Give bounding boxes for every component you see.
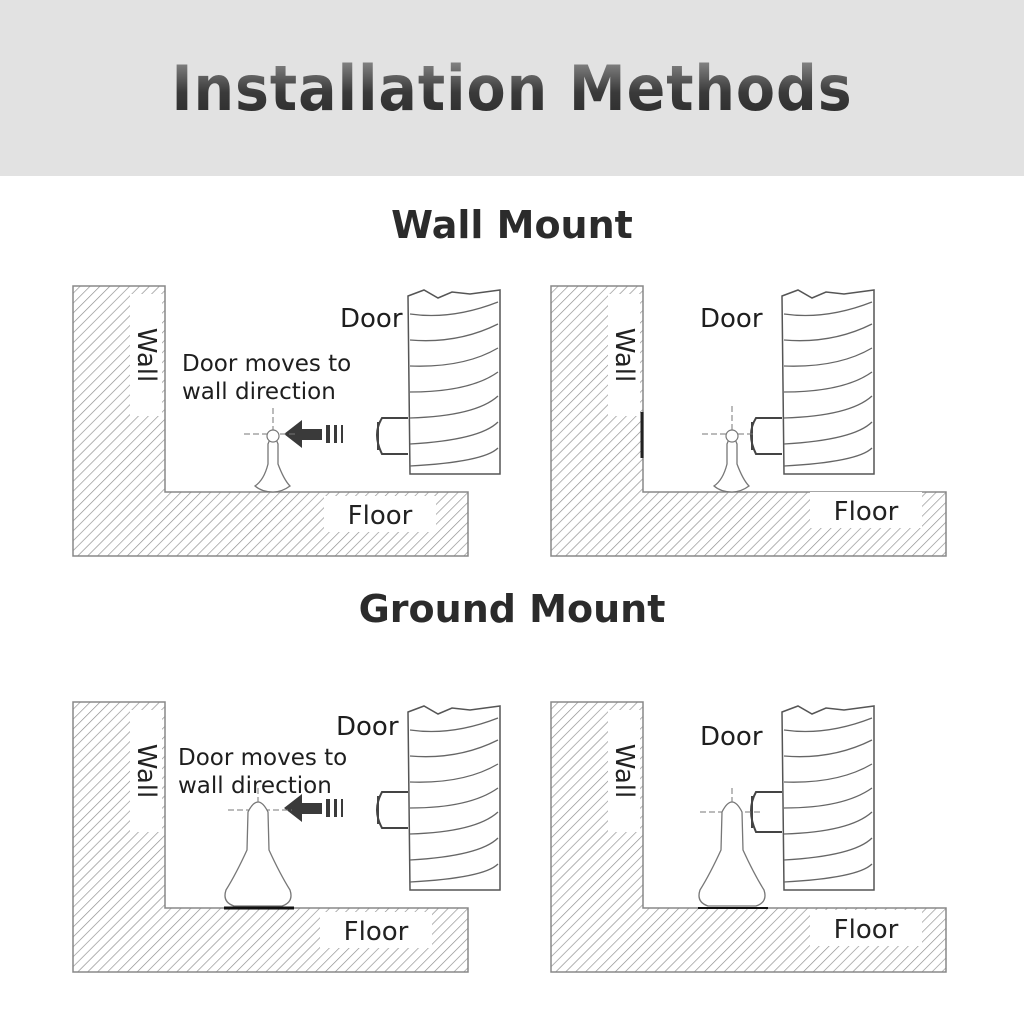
door-stopper-icon (698, 801, 768, 909)
wall-label: Wall (608, 294, 640, 416)
diagram-wall-mount-before: Wall Door Door moves to wall direction F… (72, 284, 501, 564)
diagram-ground-mount-after: Wall Door Floor (550, 700, 950, 980)
door-panel (407, 705, 501, 891)
direction-label: Door moves to wall direction (178, 745, 348, 799)
door-magnet-icon (376, 417, 408, 455)
door-magnet-icon (750, 417, 782, 455)
arrow-left-icon (284, 794, 343, 822)
header-banner: Installation Methods (0, 0, 1024, 176)
door-stopper-icon (712, 429, 750, 493)
section-title-wall-mount: Wall Mount (391, 203, 633, 247)
floor-label: Floor (320, 912, 432, 948)
door-panel (407, 289, 501, 475)
wall-floor-section (550, 285, 947, 557)
door-label: Door (700, 722, 763, 752)
door-label: Door (336, 712, 399, 742)
door-magnet-icon (376, 791, 408, 829)
door-magnet-icon (750, 791, 782, 833)
diagram-ground-mount-before: Wall Door Door moves to wall direction F… (72, 700, 501, 980)
door-panel (781, 289, 875, 475)
page-title: Installation Methods (41, 52, 983, 125)
door-label: Door (340, 304, 403, 334)
door-label: Door (700, 304, 763, 334)
wall-floor-section (72, 701, 501, 973)
floor-label: Floor (810, 492, 922, 528)
diagram-wall-mount-after: Wall Door Floor (550, 284, 950, 564)
door-panel (781, 705, 875, 891)
wall-label: Wall (130, 710, 162, 832)
direction-label: Door moves to wall direction (182, 351, 352, 405)
door-stopper-icon (224, 801, 294, 910)
wall-label: Wall (130, 294, 162, 416)
wall-floor-section (72, 285, 501, 557)
door-stopper-icon (253, 429, 291, 493)
wall-label: Wall (608, 710, 640, 832)
section-title-ground-mount: Ground Mount (358, 587, 666, 631)
floor-label: Floor (810, 910, 922, 946)
floor-label: Floor (324, 496, 436, 532)
arrow-left-icon (284, 420, 343, 448)
